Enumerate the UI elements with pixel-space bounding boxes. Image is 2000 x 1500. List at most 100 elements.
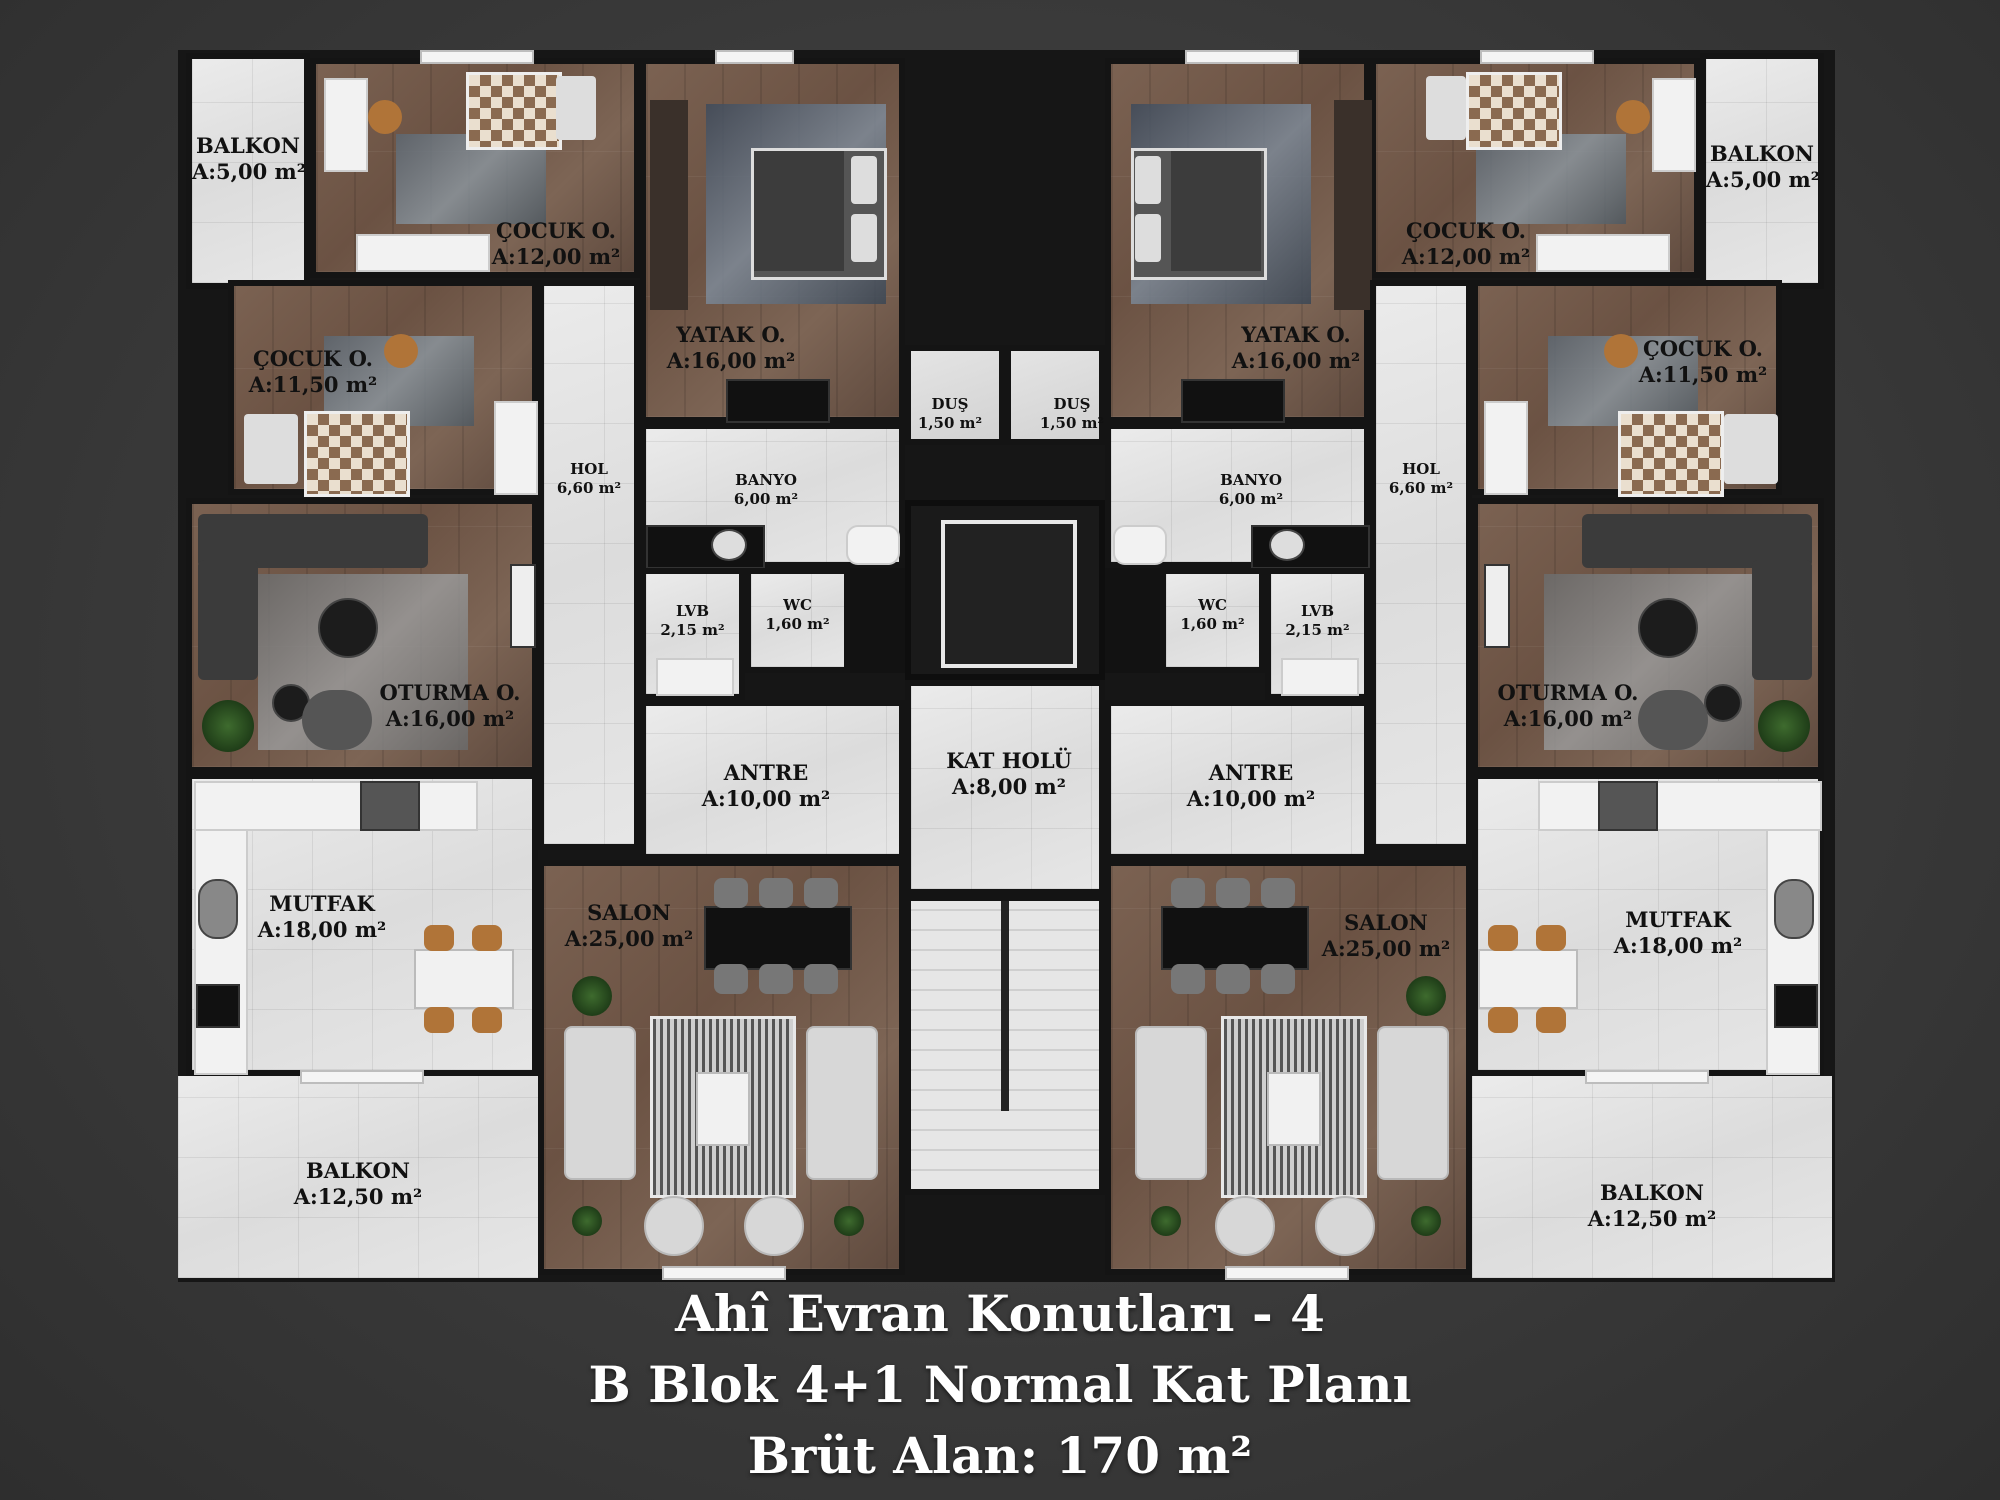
room-name: KAT HOLÜ [946,748,1072,773]
caption-plan-title: B Blok 4+1 Normal Kat Planı [588,1355,1412,1414]
room-name: HOL [1402,460,1440,478]
room-area: A:12,00 m² [491,244,621,270]
window [1480,50,1594,64]
window [1225,1266,1349,1280]
left-cocuk-mid: ÇOCUK O. A:11,50 m² [228,280,538,497]
room-area: A:25,00 m² [564,926,694,952]
room-area: A:12,50 m² [1587,1206,1717,1232]
room-name: BALKON [196,133,300,158]
room-area: 6,00 m² [1218,489,1284,508]
window [300,1070,424,1084]
room-area: A:11,50 m² [1638,362,1768,388]
room-name: MUTFAK [269,891,375,916]
right-yatak: YATAK O. A:16,00 m² [1105,58,1372,423]
room-name: ÇOCUK O. [1643,336,1763,361]
left-salon: SALON A:25,00 m² [538,860,905,1275]
room-name: ANTRE [723,760,809,785]
room-name: MUTFAK [1625,907,1731,932]
kat-holu: KAT HOLÜ A:8,00 m² [905,680,1105,895]
left-yatak: YATAK O. A:16,00 m² [640,58,905,423]
room-area: A:10,00 m² [701,786,831,812]
room-area: 6,60 m² [556,478,622,497]
room-name: OTURMA O. [1497,680,1639,705]
staircase [905,895,1105,1195]
room-area: 1,50 m² [917,413,983,432]
window [662,1266,786,1280]
right-hol: HOL 6,60 m² [1370,280,1472,850]
left-oturma: OTURMA O. A:16,00 m² [186,498,538,773]
room-name: ÇOCUK O. [1406,218,1526,243]
room-name: DUŞ [1053,395,1091,413]
right-dus: DUŞ 1,50 m² [1005,345,1105,445]
left-lvb: LVB 2,15 m² [640,568,745,700]
room-name: SALON [587,900,671,925]
room-area: A:12,00 m² [1401,244,1531,270]
room-name: YATAK O. [1241,322,1351,347]
room-name: BANYO [735,471,797,489]
room-name: LVB [1300,602,1335,620]
room-area: A:18,00 m² [257,917,387,943]
room-name: BALKON [1710,141,1814,166]
room-name: WC [1198,596,1227,614]
room-area: 1,60 m² [1180,614,1245,633]
window [1585,1070,1709,1084]
room-area: A:16,00 m² [666,348,796,374]
right-balkon-top: BALKON A:5,00 m² [1700,53,1824,289]
right-lvb: LVB 2,15 m² [1265,568,1370,700]
left-cocuk-top: ÇOCUK O. A:12,00 m² [310,58,640,278]
right-cocuk-top: ÇOCUK O. A:12,00 m² [1370,58,1700,278]
window [1185,50,1299,64]
room-area: A:16,00 m² [385,706,515,732]
left-shaft [850,568,905,673]
right-mutfak: MUTFAK A:18,00 m² [1472,773,1824,1076]
room-name: DUŞ [931,395,969,413]
room-name: LVB [675,602,710,620]
room-area: 6,00 m² [733,489,799,508]
caption-gross-area: Brüt Alan: 170 m² [747,1426,1253,1485]
room-area: 2,15 m² [660,620,725,639]
room-name: ÇOCUK O. [496,218,616,243]
room-area: 1,60 m² [765,614,830,633]
room-area: A:8,00 m² [952,774,1066,800]
right-shaft [1105,568,1160,673]
right-balkon-bottom: BALKON A:12,50 m² [1472,1076,1832,1278]
room-area: A:11,50 m² [248,372,378,398]
elevator-shaft [905,500,1105,680]
right-banyo: BANYO 6,00 m² [1105,423,1370,569]
room-name: ANTRE [1208,760,1294,785]
left-balkon-top: BALKON A:5,00 m² [186,53,310,289]
left-wc: WC 1,60 m² [745,568,850,673]
room-area: A:16,00 m² [1503,706,1633,732]
room-name: WC [783,596,812,614]
room-area: A:16,00 m² [1231,348,1361,374]
room-area: A:5,00 m² [192,159,306,185]
room-name: ÇOCUK O. [253,346,373,371]
room-name: HOL [570,460,608,478]
room-name: BALKON [1600,1180,1704,1205]
room-area: A:5,00 m² [1706,167,1820,193]
left-dus: DUŞ 1,50 m² [905,345,1005,445]
room-area: A:25,00 m² [1321,936,1451,962]
right-antre: ANTRE A:10,00 m² [1105,700,1370,860]
right-cocuk-mid: ÇOCUK O. A:11,50 m² [1472,280,1782,497]
room-area: A:12,50 m² [293,1184,423,1210]
room-area: 1,50 m² [1039,413,1105,432]
room-area: A:10,00 m² [1186,786,1316,812]
left-antre: ANTRE A:10,00 m² [640,700,905,860]
left-banyo: BANYO 6,00 m² [640,423,905,569]
room-name: SALON [1344,910,1428,935]
room-area: 6,60 m² [1388,478,1454,497]
room-name: BALKON [306,1158,410,1183]
room-area: 2,15 m² [1285,620,1350,639]
left-hol: HOL 6,60 m² [538,280,640,850]
right-oturma: OTURMA O. A:16,00 m² [1472,498,1824,773]
left-mutfak: MUTFAK A:18,00 m² [186,773,538,1076]
right-salon: SALON A:25,00 m² [1105,860,1472,1275]
right-wc: WC 1,60 m² [1160,568,1265,673]
left-balkon-bottom: BALKON A:12,50 m² [178,1076,538,1278]
window [420,50,534,64]
caption-project-name: Ahî Evran Konutları - 4 [675,1284,1325,1343]
room-area: A:18,00 m² [1613,933,1743,959]
room-name: BANYO [1220,471,1282,489]
